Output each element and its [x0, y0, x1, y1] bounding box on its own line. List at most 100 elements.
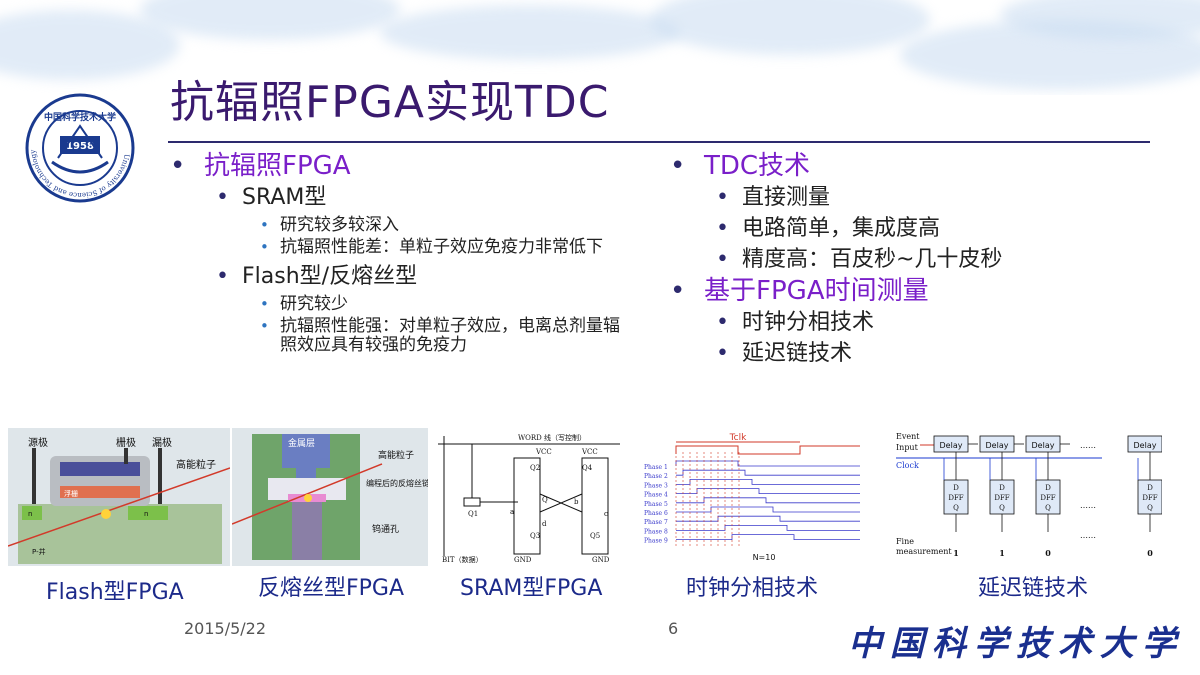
bullet-phase: 时钟分相技术 [668, 307, 1168, 338]
phase-n-label: N=10 [753, 553, 776, 562]
delay-input: Input [896, 443, 919, 452]
figure-flash: 源极 栅极 漏极 高能粒子 浮栅 n n P-井 [7, 428, 231, 570]
delay-dots-top: …… [1080, 441, 1096, 450]
delay-dots-bottom: …… [1080, 531, 1096, 540]
fine-bit: 1 [999, 548, 1005, 558]
sram-gnd1: GND [514, 556, 532, 564]
flash-n2: n [144, 510, 148, 518]
dff-label: Q [953, 504, 959, 512]
bullet-tdc: TDC技术 [668, 150, 1168, 182]
delay-dots-mid: …… [1080, 501, 1096, 510]
university-logo: University of Science and Technology of … [19, 86, 138, 204]
phase-wave [676, 469, 860, 476]
sram-gnd2: GND [592, 556, 610, 564]
slide-title: 抗辐照FPGA实现TDC [170, 77, 610, 128]
left-column: 抗辐照FPGA SRAM型 研究较多较深入 抗辐照性能差：单粒子效应免疫力非常低… [168, 150, 648, 355]
bullet-fpga-time: 基于FPGA时间测量 [668, 275, 1168, 307]
delay-event: Event [896, 432, 920, 441]
title-rule [168, 141, 1150, 143]
delay-clock: Clock [896, 461, 919, 470]
bullet-flash: Flash型/反熔丝型 [168, 261, 648, 292]
dff-label: DFF [994, 494, 1009, 502]
phase-label: Phase 9 [644, 538, 668, 545]
figure-sram: WORD 线（写控制） VCC VCC Q1 Q2 Q3 Q4 Q5 a b c… [432, 428, 624, 570]
delay-label: Delay [1134, 441, 1157, 450]
sram-vcc2: VCC [581, 448, 598, 456]
sram-node-a: a [510, 508, 514, 516]
sram-q3: Q3 [530, 532, 540, 540]
phase-wave [676, 479, 860, 485]
flash-pwell: P-井 [32, 547, 46, 556]
delay-measurement: measurement [896, 547, 952, 556]
phase-label: Phase 1 [644, 464, 668, 471]
phase-label: Phase 6 [644, 510, 668, 517]
bullet-direct: 直接测量 [668, 182, 1168, 213]
delay-label: Delay [940, 441, 963, 450]
figure-antifuse: 金属层 高能粒子 编程后的反熔丝链路 钨通孔 [231, 428, 438, 570]
antifuse-link: 编程后的反熔丝链路 [366, 478, 428, 488]
flash-floating: 浮栅 [64, 489, 78, 498]
caption-sram: SRAM型FPGA [460, 576, 603, 601]
bullet-flash-2: 抗辐照性能强：对单粒子效应，电离总剂量辐照效应具有较强的免疫力 [168, 317, 648, 355]
delay-fine: Fine [896, 537, 914, 546]
sram-word: WORD 线（写控制） [518, 433, 586, 442]
dff-label: D [1147, 484, 1153, 492]
sram-node-c: c [604, 510, 608, 518]
phase-label: Phase 2 [644, 473, 668, 480]
logo-seal-text: 中国科学技术大学 [44, 111, 116, 123]
antifuse-via: 钨通孔 [372, 523, 399, 535]
sram-q2: Q2 [530, 464, 540, 472]
dff-label: DFF [1142, 494, 1157, 502]
bullet-delay: 延迟链技术 [668, 338, 1168, 369]
bullet-sram: SRAM型 [168, 182, 648, 213]
phase-label: Phase 3 [644, 482, 668, 489]
fine-bit: 0 [1147, 548, 1153, 558]
right-column: TDC技术 直接测量 电路简单，集成度高 精度高：百皮秒~几十皮秒 基于FPGA… [668, 150, 1168, 369]
bullet-sram-2: 抗辐照性能差：单粒子效应免疫力非常低下 [168, 238, 648, 258]
footer-university: 中国科学技术大学 [848, 624, 1184, 664]
dff-label: DFF [948, 494, 963, 502]
phase-label: Phase 8 [644, 528, 668, 535]
delay-label: Delay [1032, 441, 1055, 450]
delay-label: Delay [986, 441, 1009, 450]
dff-label: D [953, 484, 959, 492]
antifuse-metal: 金属层 [288, 437, 315, 449]
phase-wave [676, 534, 860, 540]
sky-banner [0, 0, 1200, 95]
sram-node-b: b [574, 498, 579, 506]
sram-node-q: Q [542, 496, 548, 504]
antifuse-particle: 高能粒子 [378, 449, 414, 461]
phase-wave [675, 460, 860, 467]
dff-label: DFF [1040, 494, 1055, 502]
fine-bit: 0 [1045, 548, 1051, 558]
dff-label: Q [1045, 504, 1051, 512]
bullet-simple: 电路简单，集成度高 [668, 213, 1168, 244]
figure-clock-phase: Tclk N=10 Phase 1 Phase 2 Phase 3 Phase 4 Ph… [644, 428, 864, 570]
flash-n1: n [28, 510, 32, 518]
fine-bit: 1 [953, 548, 959, 558]
sram-q4: Q4 [582, 464, 593, 472]
phase-label: Phase 7 [644, 519, 668, 526]
phase-wave [676, 488, 860, 494]
bullet-precision: 精度高：百皮秒~几十皮秒 [668, 244, 1168, 275]
phase-tclk: Tclk [729, 433, 747, 443]
dff-block [1137, 479, 1163, 515]
logo-year: 1958 [66, 141, 94, 152]
phase-label: Phase 4 [644, 492, 668, 499]
dff-block [1035, 479, 1061, 515]
phase-wave [676, 525, 860, 531]
bullet-rad-hard-fpga: 抗辐照FPGA [168, 150, 648, 182]
page-number: 6 [668, 619, 679, 638]
dff-label: Q [1147, 504, 1153, 512]
caption-antifuse: 反熔丝型FPGA [258, 576, 405, 601]
dff-label: Q [999, 504, 1005, 512]
sram-vcc1: VCC [535, 448, 552, 456]
sram-q5: Q5 [590, 532, 600, 540]
phase-wave [676, 506, 860, 513]
phase-wave [676, 497, 860, 504]
sram-q1: Q1 [468, 510, 478, 518]
caption-delay: 延迟链技术 [978, 576, 1089, 601]
flash-particle: 高能粒子 [176, 458, 216, 471]
caption-phase: 时钟分相技术 [686, 576, 819, 601]
